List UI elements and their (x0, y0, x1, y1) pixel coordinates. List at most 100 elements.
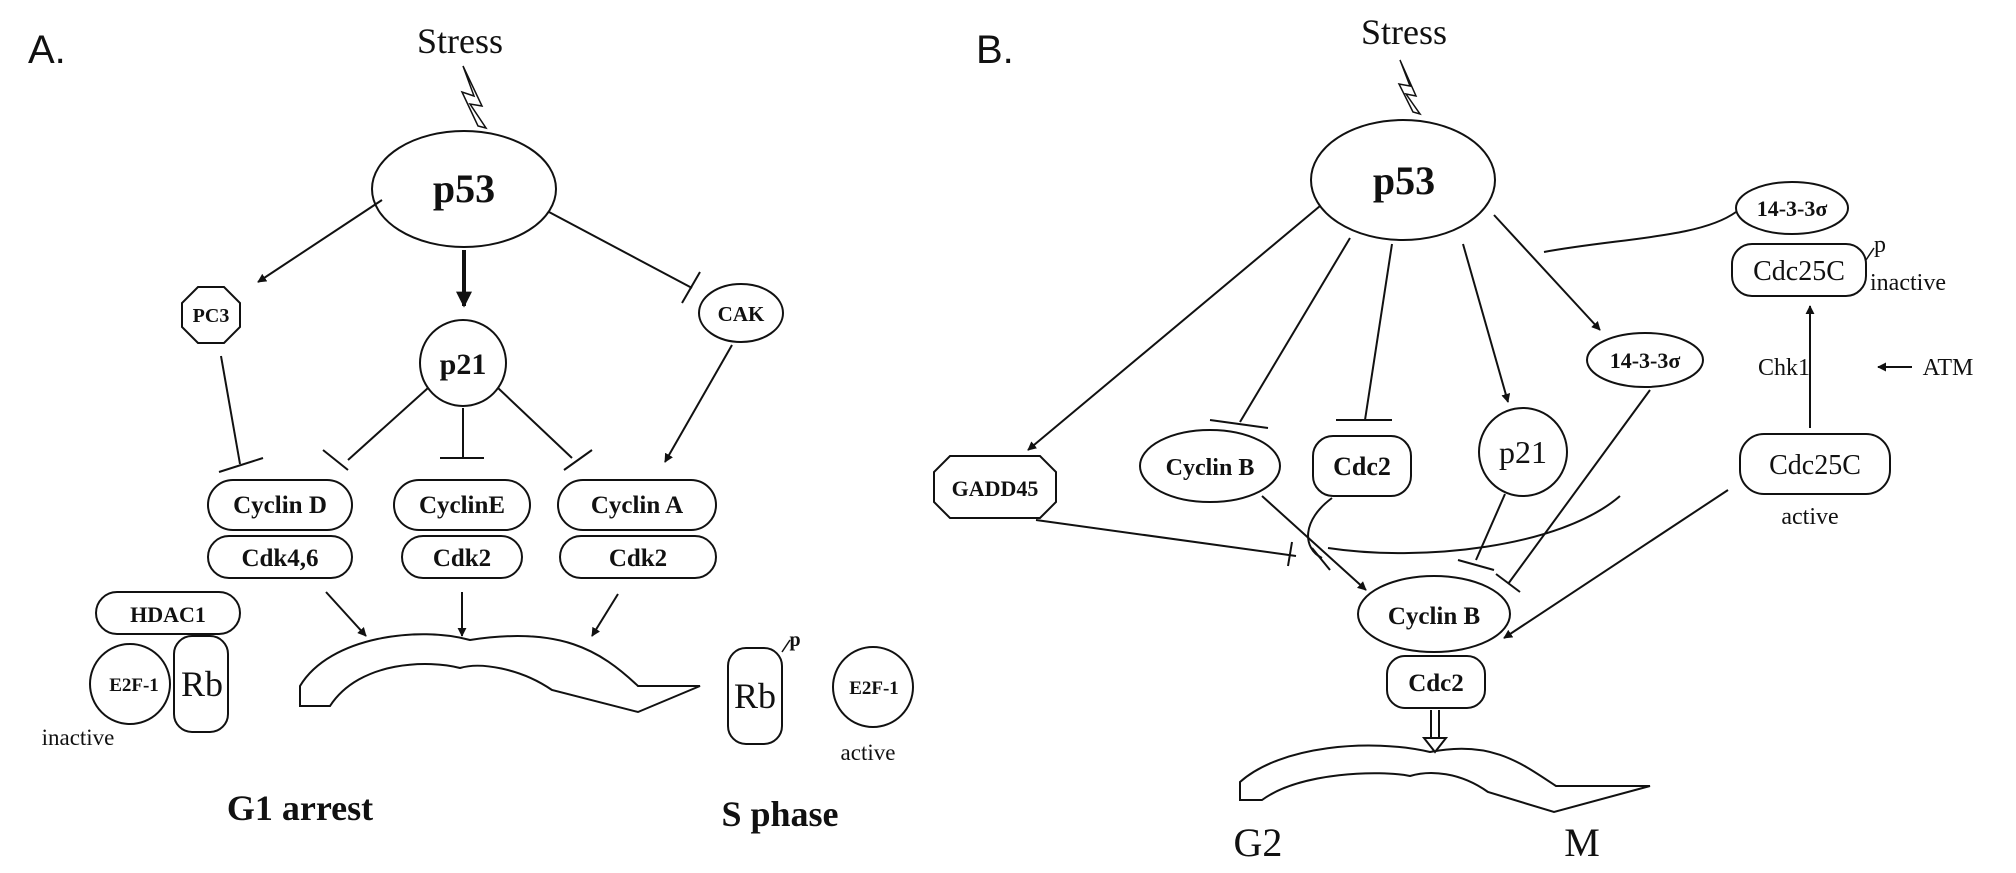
cdk2-e-label: Cdk2 (433, 545, 491, 572)
g1-s-cycle-arrow (299, 633, 701, 714)
edge-pc3-cycd-bar (218, 457, 264, 473)
cdc2-top-node-shape (1312, 435, 1412, 497)
p21-label-b: p21 (1499, 434, 1547, 470)
edge-p53-cak (548, 211, 693, 289)
atm-label: ATM (1923, 355, 1974, 381)
edge-cdk2a-cycle (591, 593, 619, 637)
gadd45-label: GADD45 (952, 476, 1039, 501)
edge-sigma-cycbbottom-bar (1495, 573, 1521, 593)
sigma-mid-node-shape (1586, 332, 1704, 388)
cdk2-e-node-shape (401, 535, 523, 579)
sigma-mid-label: 14-3-3σ (1610, 348, 1681, 373)
cak-node-shape (698, 283, 784, 343)
cdc2-bottom-label: Cdc2 (1408, 670, 1464, 697)
panel-b (933, 59, 1912, 814)
panel-b-label: B. (976, 28, 1014, 72)
cyclin-e-node-shape (393, 479, 531, 531)
edge-cycbtop-cycbbottom (1261, 495, 1367, 591)
edge-cdc2top-cycbbottom-bar (1311, 547, 1331, 571)
p53-node-shape (371, 130, 557, 248)
cdk46-node-shape (207, 535, 353, 579)
g1-arrest-label: G1 arrest (227, 788, 373, 828)
cyclin-b-top-node-shape (1139, 429, 1281, 503)
edge-p53-cak-bar (681, 271, 701, 304)
edge-gadd45-cycbbottom (1035, 519, 1297, 557)
cyclin-d-label: Cyclin D (233, 492, 327, 519)
edge-p53-cycbtop-bar (1209, 419, 1269, 429)
inactive-label-a: inactive (42, 725, 115, 750)
rb-right-label: Rb (734, 676, 776, 716)
cdk2-a-node-shape (559, 535, 717, 579)
active-label-b: active (1781, 504, 1838, 530)
panel-a (89, 65, 914, 745)
cyclin-e-label: CyclinE (419, 492, 505, 519)
p53-node-shape-b (1310, 119, 1496, 241)
chk1-label: Chk1 (1758, 355, 1810, 381)
edge-pc3-cycd (220, 355, 241, 465)
panel-a-label: A. (28, 28, 66, 72)
edge-p21-cyca-bar (563, 449, 593, 471)
sigma-top-node-shape (1735, 181, 1849, 235)
e2f1-right-node-shape (832, 646, 914, 728)
cdc2-bottom-node-shape (1386, 655, 1486, 709)
stress-label-b: Stress (1361, 12, 1447, 52)
cyclin-a-node-shape (557, 479, 717, 531)
panel-a-labels: A. Stress p53 PC3 p21 CAK Cyclin D Cdk4,… (28, 21, 899, 834)
rb-left-label: Rb (181, 664, 223, 704)
edge-cdc25c-arc (1327, 495, 1621, 555)
e2f1-right-label: E2F-1 (849, 678, 899, 699)
e2f1-left-label: E2F-1 (109, 675, 159, 696)
edge-p21-cyca (497, 387, 573, 459)
stress-label-a: Stress (417, 21, 503, 61)
cyclin-b-bottom-node-shape (1357, 575, 1511, 653)
inactive-label-b: inactive (1870, 270, 1946, 296)
cdc25c-active-node-shape (1739, 433, 1891, 495)
g2-label: G2 (1234, 820, 1283, 865)
cyclin-b-top-label: Cyclin B (1166, 455, 1255, 481)
p53-label-a: p53 (433, 166, 495, 211)
edge-p21-cycbbottom-bar (1457, 559, 1495, 571)
hdac1-node-shape (95, 591, 241, 635)
cdc25c-top-node-shape (1731, 243, 1867, 297)
rb-p-label: p (789, 629, 800, 651)
p53-label-b: p53 (1373, 158, 1435, 203)
cdk2-a-label: Cdk2 (609, 545, 667, 572)
cyclin-a-label: Cyclin A (591, 492, 683, 519)
rb-right-node-shape (727, 647, 783, 745)
edge-cdc25c-cycbbottom (1503, 489, 1729, 639)
edge-cak-cyca (664, 344, 733, 463)
m-label: M (1564, 820, 1600, 865)
p21-label-a: p21 (440, 348, 487, 381)
cdc25c-phospho-tail (1865, 247, 1875, 261)
rb-phospho-tail (781, 639, 791, 653)
edge-p53-sigma (1493, 214, 1601, 331)
edge-p53-p21-b (1462, 243, 1511, 403)
cdk46-label: Cdk4,6 (241, 545, 318, 572)
hdac1-label: HDAC1 (130, 602, 206, 627)
cdc25c-active-label: Cdc25C (1769, 450, 1861, 481)
cdc2-top-label: Cdc2 (1333, 452, 1391, 481)
cyclin-d-node-shape (207, 479, 353, 531)
edge-cdk46-cycle (325, 591, 367, 637)
stress-bolt-icon-b (1397, 59, 1422, 116)
edge-p21-cycd-bar (322, 449, 349, 471)
gadd45-node-shape (933, 455, 1057, 519)
cdc25c-p-label: p (1874, 232, 1886, 258)
edge-p53-pc3 (257, 199, 383, 283)
p21-node-shape-b (1478, 407, 1568, 497)
pc3-label: PC3 (193, 305, 230, 327)
cyclin-b-bottom-label: Cyclin B (1388, 603, 1480, 630)
edge-cdc2-cycle-head (1421, 737, 1449, 754)
rb-left-node-shape (173, 635, 229, 733)
e2f1-left-node-shape (89, 643, 171, 725)
edge-p53-gadd45 (1027, 205, 1321, 451)
active-label-a: active (841, 740, 896, 765)
cdc25c-top-label: Cdc25C (1753, 256, 1845, 287)
panel-b-labels: B. Stress p53 GADD45 Cyclin B Cdc2 p21 1… (952, 12, 1974, 865)
p21-node-shape (419, 319, 507, 407)
cak-label: CAK (718, 302, 765, 326)
sigma-top-label: 14-3-3σ (1757, 196, 1828, 221)
edge-gadd45-cycbbottom-bar (1287, 541, 1293, 567)
edge-p53-cdc2top (1364, 243, 1393, 421)
